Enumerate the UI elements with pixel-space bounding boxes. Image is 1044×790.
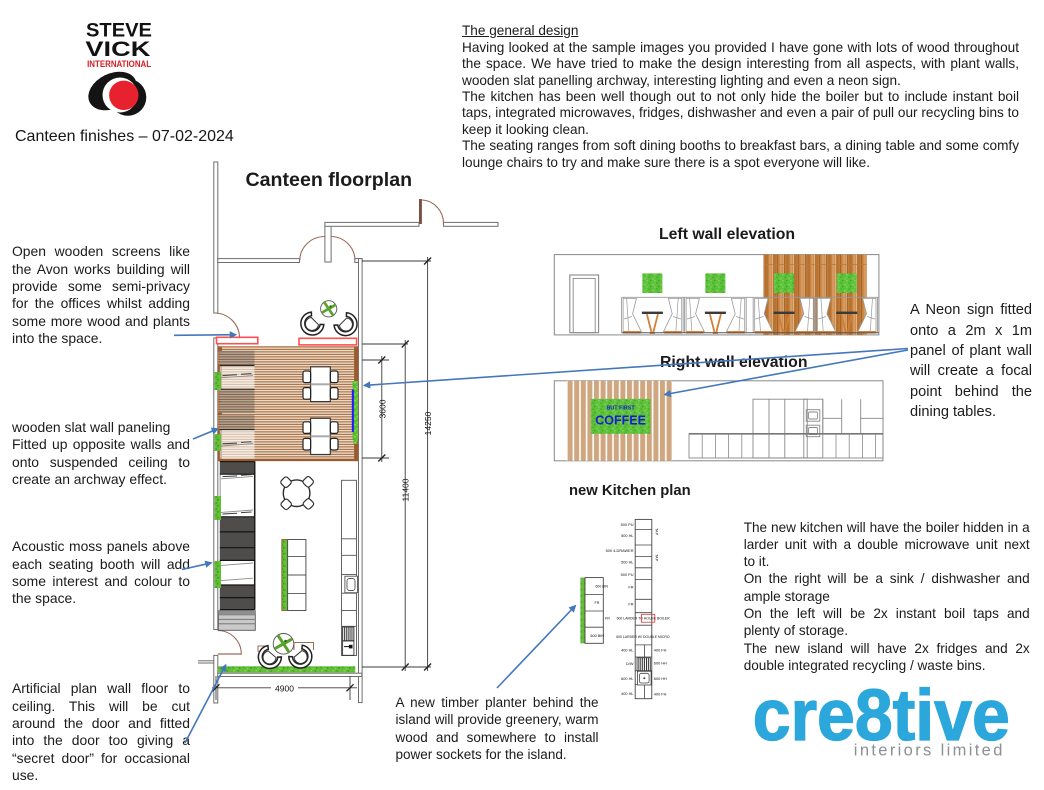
svg-text:400 FH: 400 FH: [654, 693, 667, 697]
svg-text:FR: FR: [628, 603, 633, 607]
svg-text:500 HL: 500 HL: [621, 534, 634, 538]
svg-text:FR: FR: [595, 601, 600, 605]
svg-text:600 HH: 600 HH: [654, 662, 667, 666]
svg-text:TAP: TAP: [655, 554, 659, 562]
svg-text:3600: 3600: [377, 399, 387, 418]
svg-text:FR: FR: [628, 586, 633, 590]
svg-text:4900: 4900: [275, 684, 294, 694]
svg-text:400 FH: 400 FH: [654, 649, 667, 653]
svg-text:600 BIN: 600 BIN: [590, 634, 604, 638]
svg-text:interiors limited: interiors limited: [854, 742, 1003, 760]
svg-text:600 LARDER W/ DOUBLE MICRO: 600 LARDER W/ DOUBLE MICRO: [616, 635, 670, 639]
svg-text:D/W: D/W: [626, 662, 634, 666]
svg-text:TAP: TAP: [655, 528, 659, 536]
svg-text:FR: FR: [605, 617, 610, 621]
svg-text:500 PU: 500 PU: [621, 573, 634, 577]
svg-text:400 HL: 400 HL: [621, 649, 634, 653]
svg-text:BUT FIRST: BUT FIRST: [607, 406, 636, 412]
svg-text:500 4-DRAWER: 500 4-DRAWER: [606, 549, 634, 553]
svg-text:INTERNATIONAL: INTERNATIONAL: [87, 59, 151, 69]
svg-text:600 HL: 600 HL: [621, 677, 634, 681]
svg-text:cre8tive: cre8tive: [753, 676, 1010, 756]
svg-text:500 HL: 500 HL: [621, 561, 634, 565]
svg-text:VICK: VICK: [85, 37, 151, 61]
svg-text:11400: 11400: [401, 478, 411, 501]
svg-text:400 HL: 400 HL: [621, 692, 634, 696]
svg-text:600 LARDER TO HOUSE BOILER: 600 LARDER TO HOUSE BOILER: [617, 617, 670, 621]
svg-text:600 BIN: 600 BIN: [596, 585, 609, 589]
svg-text:500 PU: 500 PU: [621, 523, 634, 527]
svg-text:600 HH: 600 HH: [654, 677, 667, 681]
svg-text:STEVE: STEVE: [86, 21, 152, 42]
svg-text:14250: 14250: [423, 411, 433, 435]
svg-text:COFFEE: COFFEE: [595, 414, 646, 428]
